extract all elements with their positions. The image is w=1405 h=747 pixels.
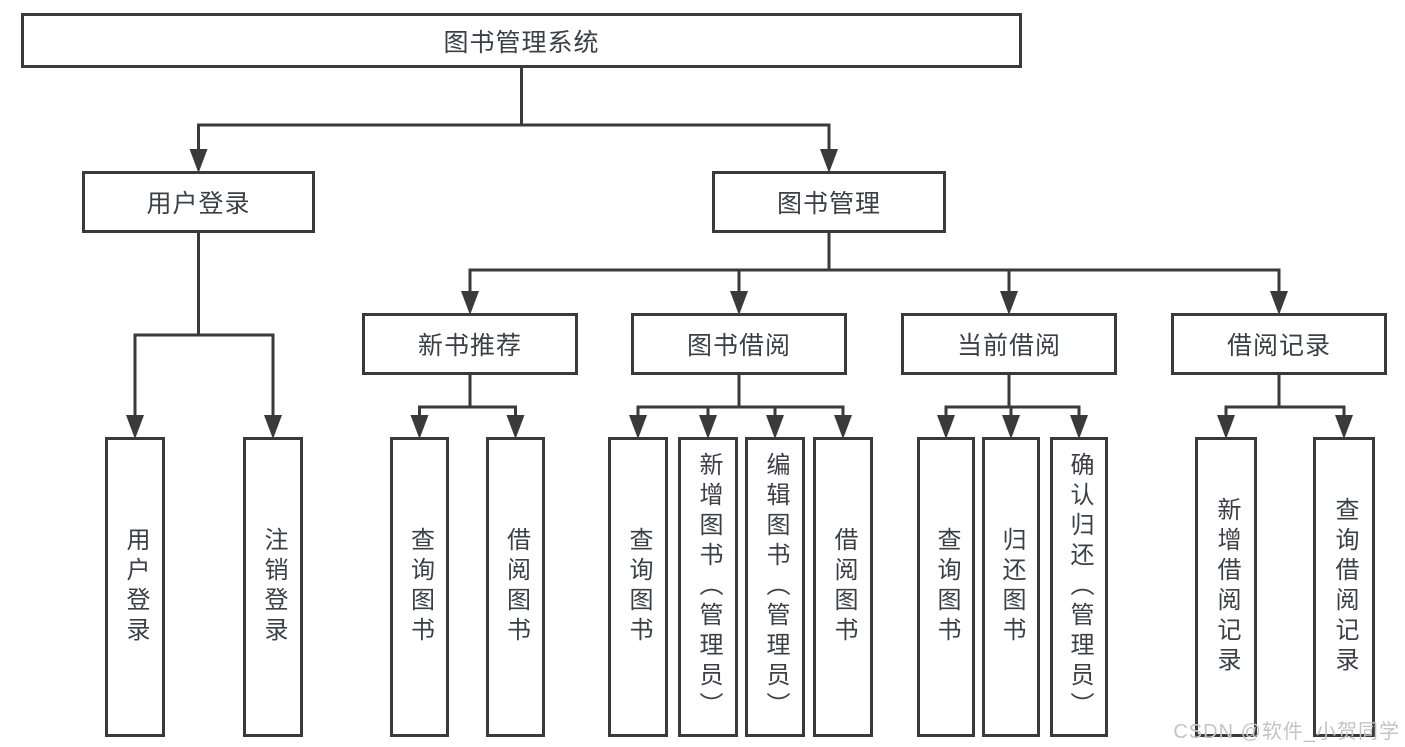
arrowhead-icon	[461, 291, 479, 315]
node-query-borrow-record: 查询借阅记录	[1313, 437, 1375, 737]
node-edit-books-admin: 编辑图书（管理员）	[745, 437, 805, 737]
arrowhead-icon	[699, 415, 717, 439]
node-label: 确认归还（管理员）	[1066, 452, 1093, 722]
node-current-borrowing: 当前借阅	[901, 313, 1117, 375]
arrowhead-icon	[629, 415, 647, 439]
arrowhead-icon	[1000, 291, 1018, 315]
node-label: 借阅图书	[502, 527, 530, 647]
arrowhead-icon	[937, 415, 955, 439]
arrowhead-icon	[126, 415, 144, 439]
node-label: 用户登录	[122, 527, 149, 647]
arrowhead-icon	[1217, 415, 1235, 439]
node-recommend-query-books: 查询图书	[390, 437, 449, 737]
node-book-borrowing: 图书借阅	[631, 313, 847, 375]
node-confirm-return-admin: 确认归还（管理员）	[1050, 437, 1108, 737]
node-label: 归还图书	[998, 527, 1025, 647]
node-label: 用户登录	[146, 190, 251, 218]
arrowhead-icon	[1002, 415, 1020, 439]
node-add-borrow-record: 新增借阅记录	[1195, 437, 1257, 737]
node-library-system: 图书管理系统	[21, 13, 1022, 68]
node-label: 新增图书（管理员）	[695, 452, 722, 722]
arrowhead-icon	[820, 149, 838, 173]
node-current-query-books: 查询图书	[917, 437, 975, 737]
node-label: 图书借阅	[686, 332, 791, 360]
arrowhead-icon	[730, 291, 748, 315]
node-label: 新书推荐	[417, 332, 522, 360]
arrowhead-icon	[1070, 415, 1088, 439]
arrowhead-icon	[410, 415, 429, 439]
node-label: 查询图书	[625, 527, 652, 647]
node-user-login-action: 用户登录	[105, 437, 165, 737]
arrowhead-icon	[506, 415, 525, 439]
node-user-login: 用户登录	[82, 171, 315, 233]
arrowhead-icon	[264, 415, 282, 439]
node-label: 图书管理	[776, 190, 881, 218]
node-label: 查询图书	[406, 527, 434, 647]
arrowhead-icon	[1270, 291, 1288, 315]
node-label: 注销登录	[260, 527, 287, 647]
arrowhead-icon	[1335, 415, 1353, 439]
node-recommend-borrow-books: 借阅图书	[486, 437, 545, 737]
node-label: 查询借阅记录	[1331, 497, 1358, 677]
arrowhead-icon	[189, 149, 208, 173]
node-label: 新增借阅记录	[1213, 497, 1240, 677]
node-borrow-books: 借阅图书	[813, 437, 873, 737]
node-add-books-admin: 新增图书（管理员）	[678, 437, 738, 737]
node-borrowing-records: 借阅记录	[1171, 313, 1387, 375]
node-borrow-query-books: 查询图书	[608, 437, 668, 737]
node-book-management: 图书管理	[712, 171, 946, 233]
node-return-books: 归还图书	[982, 437, 1040, 737]
node-new-book-recommend: 新书推荐	[362, 313, 578, 375]
arrowhead-icon	[766, 415, 784, 439]
node-label: 借阅图书	[830, 527, 857, 647]
arrowhead-icon	[834, 415, 852, 439]
node-label: 编辑图书（管理员）	[762, 452, 789, 722]
node-label: 查询图书	[933, 527, 960, 647]
node-label: 图书管理系统	[443, 28, 600, 57]
node-logout-action: 注销登录	[243, 437, 303, 737]
node-label: 当前借阅	[956, 332, 1061, 360]
watermark: CSDN @软件_小贺同学	[1173, 721, 1400, 743]
node-label: 借阅记录	[1226, 332, 1331, 360]
